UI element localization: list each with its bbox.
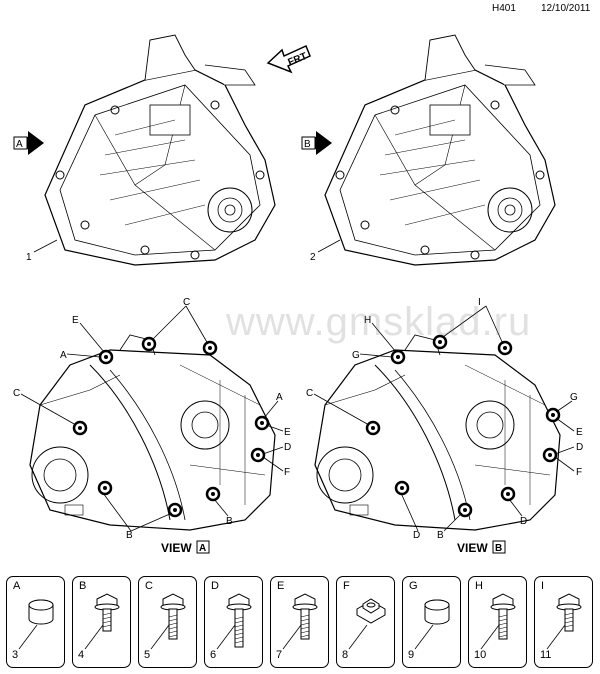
part-letter: E xyxy=(277,580,285,592)
label-a-a-right: A xyxy=(276,392,283,403)
part-number: 10 xyxy=(474,649,487,661)
label-a-e: E xyxy=(72,315,79,326)
part-number: 9 xyxy=(408,649,415,661)
view-b-title: VIEW xyxy=(457,541,488,555)
part-letter: A xyxy=(13,580,21,592)
part-letter: I xyxy=(541,580,545,592)
label-b-g-right: G xyxy=(570,392,578,403)
view-a-title-letter: A xyxy=(199,543,206,554)
label-b-f: F xyxy=(576,467,582,478)
plug-icon xyxy=(414,599,450,650)
label-b-g-left: G xyxy=(352,350,360,361)
transmission-view-a: A 1 xyxy=(13,34,276,266)
bolt-medium-icon xyxy=(480,593,516,650)
bolt-short-icon xyxy=(546,593,582,650)
bellhousing-view-b: H I G C G E D F D B D VIEW B xyxy=(306,297,583,555)
label-a-f: F xyxy=(284,467,290,478)
label-b-d-right: D xyxy=(576,442,583,453)
label-b-i: I xyxy=(478,297,481,308)
part-letter: D xyxy=(211,580,219,592)
label-a-d: D xyxy=(284,442,291,453)
bolt-medium-icon xyxy=(150,593,186,650)
label-a-e-right: E xyxy=(284,427,291,438)
view-b-title-letter: B xyxy=(495,543,502,554)
label-a-c-left: C xyxy=(13,388,20,399)
callout-2: 2 xyxy=(310,252,316,263)
label-b-h: H xyxy=(364,315,371,326)
part-number: 8 xyxy=(342,649,349,661)
part-number: 4 xyxy=(78,649,85,661)
part-number: 7 xyxy=(276,649,283,661)
part-number: 5 xyxy=(144,649,151,661)
view-b-marker-box xyxy=(301,136,316,150)
part-letter: G xyxy=(409,580,418,592)
watermark: www.gmsklad.ru xyxy=(226,300,532,344)
view-b-marker: B xyxy=(304,139,311,150)
part-number: 11 xyxy=(540,649,552,661)
diagram-code: H401 xyxy=(492,3,516,14)
nut-icon xyxy=(348,598,386,650)
label-b-c: C xyxy=(306,388,313,399)
plug-icon xyxy=(18,599,54,650)
label-b-b: B xyxy=(437,530,444,541)
part-h: H 10 xyxy=(468,576,527,668)
part-i: I 11 xyxy=(534,576,593,668)
front-arrow-icon: FRT xyxy=(266,44,311,74)
label-b-d-left: D xyxy=(413,530,420,541)
label-a-b-left: B xyxy=(126,530,133,541)
part-letter: H xyxy=(475,580,483,592)
part-number: 3 xyxy=(12,649,19,661)
bellhousing-view-a: E C A C A E D F B B VIEW A xyxy=(13,297,291,555)
label-b-e: E xyxy=(576,427,583,438)
part-letter: B xyxy=(79,580,87,592)
view-a-marker: A xyxy=(16,139,23,150)
part-letter: C xyxy=(145,580,153,592)
callout-1: 1 xyxy=(26,252,32,263)
bolt-short-icon xyxy=(84,593,120,650)
transmission-view-b: B 2 xyxy=(301,34,556,266)
view-a-title: VIEW xyxy=(161,541,192,555)
label-a-a-left: A xyxy=(60,350,67,361)
bolt-medium-icon xyxy=(282,593,318,650)
part-letter: F xyxy=(343,580,350,592)
part-number: 6 xyxy=(210,649,217,661)
view-a-marker-box xyxy=(13,136,28,150)
bolt-long-icon xyxy=(216,593,252,650)
label-a-b-right: B xyxy=(226,516,233,527)
diagram-date: 12/10/2011 xyxy=(541,3,591,14)
label-b-d-bottom: D xyxy=(520,516,527,527)
label-a-c-top: C xyxy=(183,297,190,308)
